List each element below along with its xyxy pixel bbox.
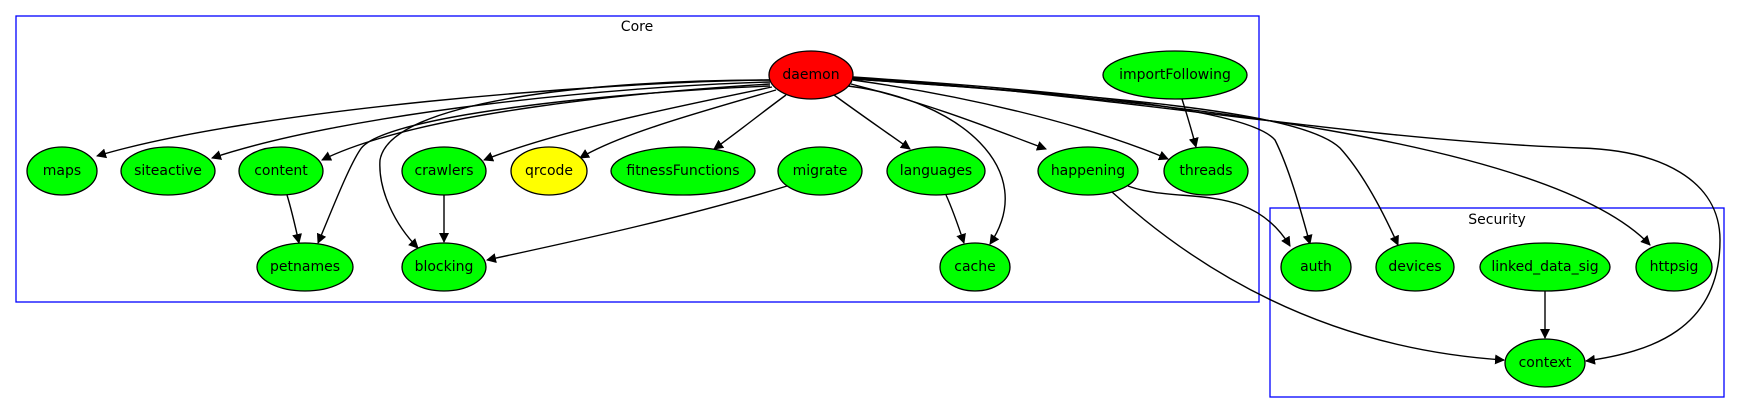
node-importfollowing-label: importFollowing xyxy=(1119,67,1231,83)
node-importfollowing[interactable]: importFollowing xyxy=(1102,50,1248,100)
node-cache-label: cache xyxy=(954,259,995,275)
edge-daemon-to-auth xyxy=(852,76,1313,245)
node-context[interactable]: context xyxy=(1504,338,1586,388)
edge-languages-to-cache xyxy=(945,194,966,244)
edges-layer xyxy=(96,76,1721,365)
node-auth[interactable]: auth xyxy=(1280,242,1352,292)
node-devices-label: devices xyxy=(1388,259,1441,275)
node-devices[interactable]: devices xyxy=(1375,242,1455,292)
node-daemon[interactable]: daemon xyxy=(768,50,854,100)
node-crawlers-label: crawlers xyxy=(414,163,473,179)
node-threads-label: threads xyxy=(1179,163,1232,179)
node-happening-label: happening xyxy=(1051,163,1125,179)
edge-daemon-to-blocking xyxy=(379,79,771,249)
node-petnames-label: petnames xyxy=(270,259,340,275)
cluster-security: Security xyxy=(1269,207,1725,398)
node-linked-data-sig[interactable]: linked_data_sig xyxy=(1479,242,1611,292)
edge-daemon-to-petnames xyxy=(316,85,771,244)
node-fitnessfunctions-label: fitnessFunctions xyxy=(626,163,739,179)
cluster-security-label: Security xyxy=(1468,212,1526,228)
nodes-layer: daemon importFollowing maps siteactive c… xyxy=(26,50,1713,388)
edge-daemon-to-happening xyxy=(850,83,1047,151)
cluster-core-label: Core xyxy=(621,19,653,35)
node-auth-label: auth xyxy=(1300,259,1332,275)
edge-daemon-to-qrcode xyxy=(579,89,777,159)
cluster-core-border xyxy=(15,15,1260,303)
edge-happening-to-context xyxy=(1111,191,1505,365)
node-maps[interactable]: maps xyxy=(26,146,98,196)
node-petnames[interactable]: petnames xyxy=(256,242,354,292)
node-httpsig-label: httpsig xyxy=(1650,259,1699,275)
node-blocking[interactable]: blocking xyxy=(401,242,487,292)
node-happening[interactable]: happening xyxy=(1037,146,1139,196)
edge-migrate-to-blocking xyxy=(486,185,788,263)
node-migrate-label: migrate xyxy=(793,163,848,179)
edge-content-to-petnames xyxy=(286,194,302,244)
cluster-security-border xyxy=(1269,207,1725,398)
edge-daemon-to-siteactive xyxy=(211,81,771,160)
edge-importfollowing-to-threads xyxy=(1181,98,1199,148)
node-context-label: context xyxy=(1519,355,1572,371)
node-content-label: content xyxy=(254,163,308,179)
edge-daemon-to-context xyxy=(852,77,1721,365)
node-threads[interactable]: threads xyxy=(1163,146,1249,196)
node-cache[interactable]: cache xyxy=(939,242,1011,292)
node-linked-data-sig-label: linked_data_sig xyxy=(1491,259,1598,275)
node-migrate[interactable]: migrate xyxy=(777,146,863,196)
node-content[interactable]: content xyxy=(238,146,324,196)
edge-daemon-to-threads xyxy=(852,79,1169,161)
edge-daemon-to-maps xyxy=(96,79,771,159)
node-languages-label: languages xyxy=(900,163,972,179)
node-crawlers[interactable]: crawlers xyxy=(401,146,487,196)
edge-daemon-to-crawlers xyxy=(483,86,773,162)
node-qrcode[interactable]: qrcode xyxy=(510,146,588,196)
node-siteactive-label: siteactive xyxy=(134,163,202,179)
edge-daemon-to-fitnessfunctions xyxy=(713,94,787,150)
node-httpsig[interactable]: httpsig xyxy=(1635,242,1713,292)
node-qrcode-label: qrcode xyxy=(525,163,573,179)
node-languages[interactable]: languages xyxy=(886,146,986,196)
edge-daemon-to-languages xyxy=(833,94,911,150)
node-maps-label: maps xyxy=(43,163,81,179)
cluster-core: Core xyxy=(15,15,1260,303)
node-siteactive[interactable]: siteactive xyxy=(120,146,216,196)
node-blocking-label: blocking xyxy=(415,259,474,275)
node-fitnessfunctions[interactable]: fitnessFunctions xyxy=(610,146,756,196)
node-daemon-label: daemon xyxy=(782,67,839,83)
edge-happening-to-auth xyxy=(1127,185,1291,247)
